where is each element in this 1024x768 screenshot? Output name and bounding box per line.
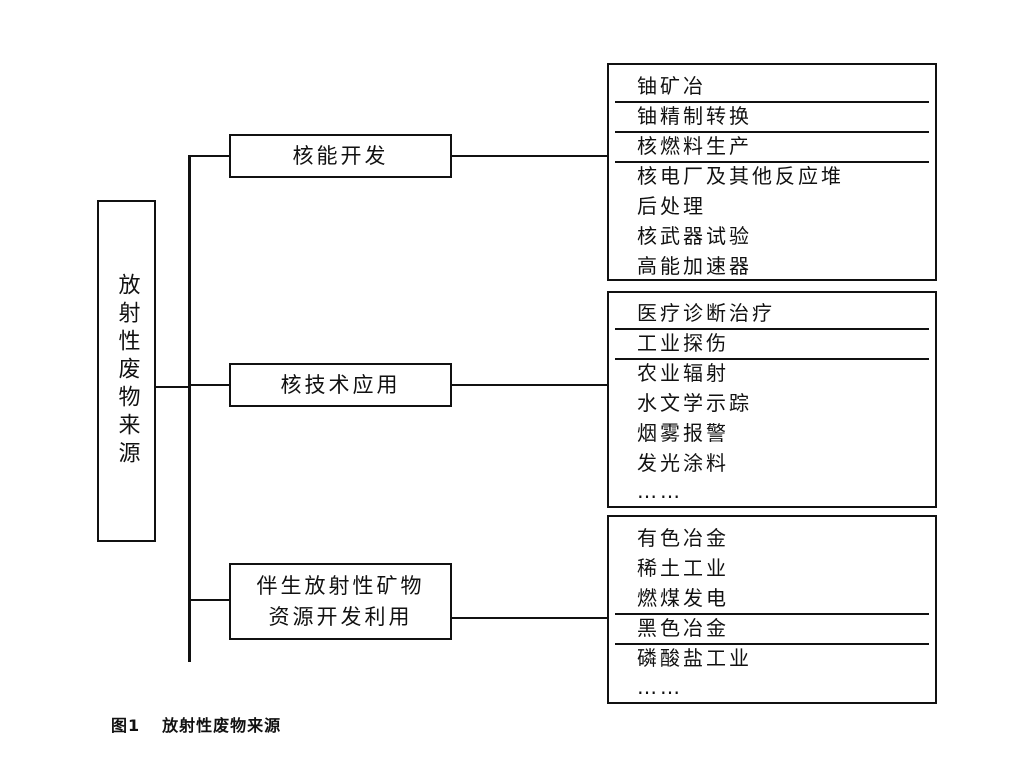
root-connector [156,386,190,388]
list-item: 铀精制转换 [637,104,752,128]
list-item: 铀矿冶 [637,74,706,98]
list-item: 黑色冶金 [637,616,729,640]
source-list-nuclear-energy: 铀矿冶 铀精制转换 核燃料生产 核电厂及其他反应堆 后处理 核武器试验 高能加速… [607,63,937,281]
category-node-nuclear-technology: 核技术应用 [229,363,452,407]
list-item: 核燃料生产 [637,134,752,158]
list-item: 发光涂料 [637,451,729,475]
underline [615,613,929,615]
branch-connector [190,599,230,601]
branch-connector [190,155,230,157]
underline [615,161,929,163]
category-label-line-1: 伴生放射性矿物 [256,574,425,599]
list-connector [452,384,608,386]
root-label: 放射性废物来源 [114,273,140,469]
list-item: 水文学示踪 [637,391,752,415]
list-item: 燃煤发电 [637,586,729,610]
list-item: 有色冶金 [637,526,729,550]
underline [615,328,929,330]
list-item: 稀土工业 [637,556,729,580]
list-item: 烟雾报警 [637,421,729,445]
underline [615,131,929,133]
list-item: 医疗诊断治疗 [637,301,775,325]
list-item: 农业辐射 [637,361,729,385]
underline [615,643,929,645]
underline [615,101,929,103]
list-connector [452,155,608,157]
category-node-associated-minerals: 伴生放射性矿物 资源开发利用 [229,563,452,640]
source-list-nuclear-technology: 医疗诊断治疗 工业探伤 农业辐射 水文学示踪 烟雾报警 发光涂料 …… [607,291,937,508]
list-item: 核武器试验 [637,224,752,248]
branch-connector [190,384,230,386]
list-item: …… [637,479,683,503]
list-item: 核电厂及其他反应堆 [637,164,844,188]
category-node-nuclear-energy: 核能开发 [229,134,452,178]
list-item: 磷酸盐工业 [637,646,752,670]
figure-caption: 图1 放射性废物来源 [111,712,281,736]
list-connector [452,617,608,619]
list-item: 高能加速器 [637,254,752,278]
category-label-line-2: 资源开发利用 [268,604,413,629]
category-label: 核能开发 [292,143,389,168]
category-label: 核技术应用 [280,372,401,397]
figure-title: 放射性废物来源 [162,716,282,735]
list-item: 工业探伤 [637,331,729,355]
trunk-line [188,155,191,662]
source-list-associated-minerals: 有色冶金 稀土工业 燃煤发电 黑色冶金 磷酸盐工业 …… [607,515,937,704]
figure-number: 图1 [111,716,141,735]
underline [615,358,929,360]
root-node: 放射性废物来源 [97,200,156,542]
list-item: …… [637,675,683,699]
list-item: 后处理 [637,194,706,218]
